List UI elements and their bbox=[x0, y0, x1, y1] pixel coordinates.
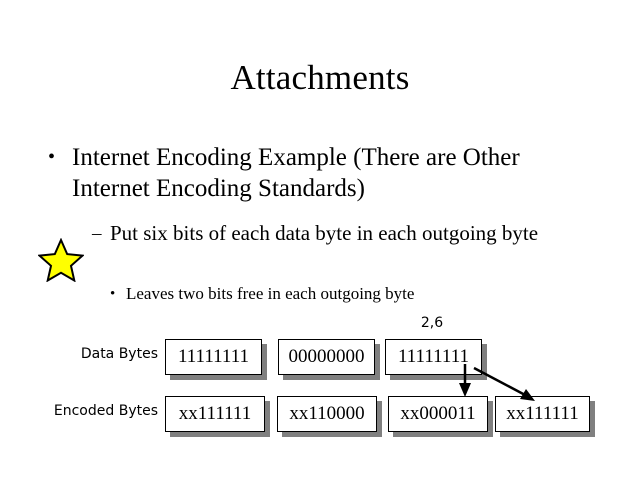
encoded-byte-box-1: xx111111 bbox=[165, 396, 265, 432]
encoded-byte-box-2: xx110000 bbox=[277, 396, 377, 432]
bullet-level-2-text: Put six bits of each data byte in each o… bbox=[110, 221, 539, 245]
annotation-label: 2,6 bbox=[420, 315, 444, 331]
star-icon bbox=[38, 238, 84, 282]
data-byte-box-2: 00000000 bbox=[278, 339, 375, 375]
encoded-byte-box-4: xx111111 bbox=[495, 396, 590, 432]
data-byte-box-1: 11111111 bbox=[165, 339, 262, 375]
bullet-level-3: • Leaves two bits free in each outgoing … bbox=[110, 283, 580, 305]
bullet-level-3-text: Leaves two bits free in each outgoing by… bbox=[126, 284, 415, 303]
page-title: Attachments bbox=[230, 58, 410, 97]
data-byte-box-3: 11111111 bbox=[385, 339, 482, 375]
dash-marker-icon: – bbox=[92, 223, 102, 244]
bullet-level-1: • Internet Encoding Example (There are O… bbox=[48, 142, 568, 204]
bullet-level-2: – Put six bits of each data byte in each… bbox=[92, 220, 592, 247]
encoded-bytes-label: Encoded Bytes bbox=[53, 403, 158, 419]
bullet-level-1-text: Internet Encoding Example (There are Oth… bbox=[72, 144, 520, 202]
encoded-byte-box-3: xx000011 bbox=[388, 396, 488, 432]
bullet-marker-icon: • bbox=[110, 286, 116, 302]
data-bytes-label: Data Bytes bbox=[80, 346, 158, 362]
bullet-marker-icon: • bbox=[48, 146, 56, 168]
